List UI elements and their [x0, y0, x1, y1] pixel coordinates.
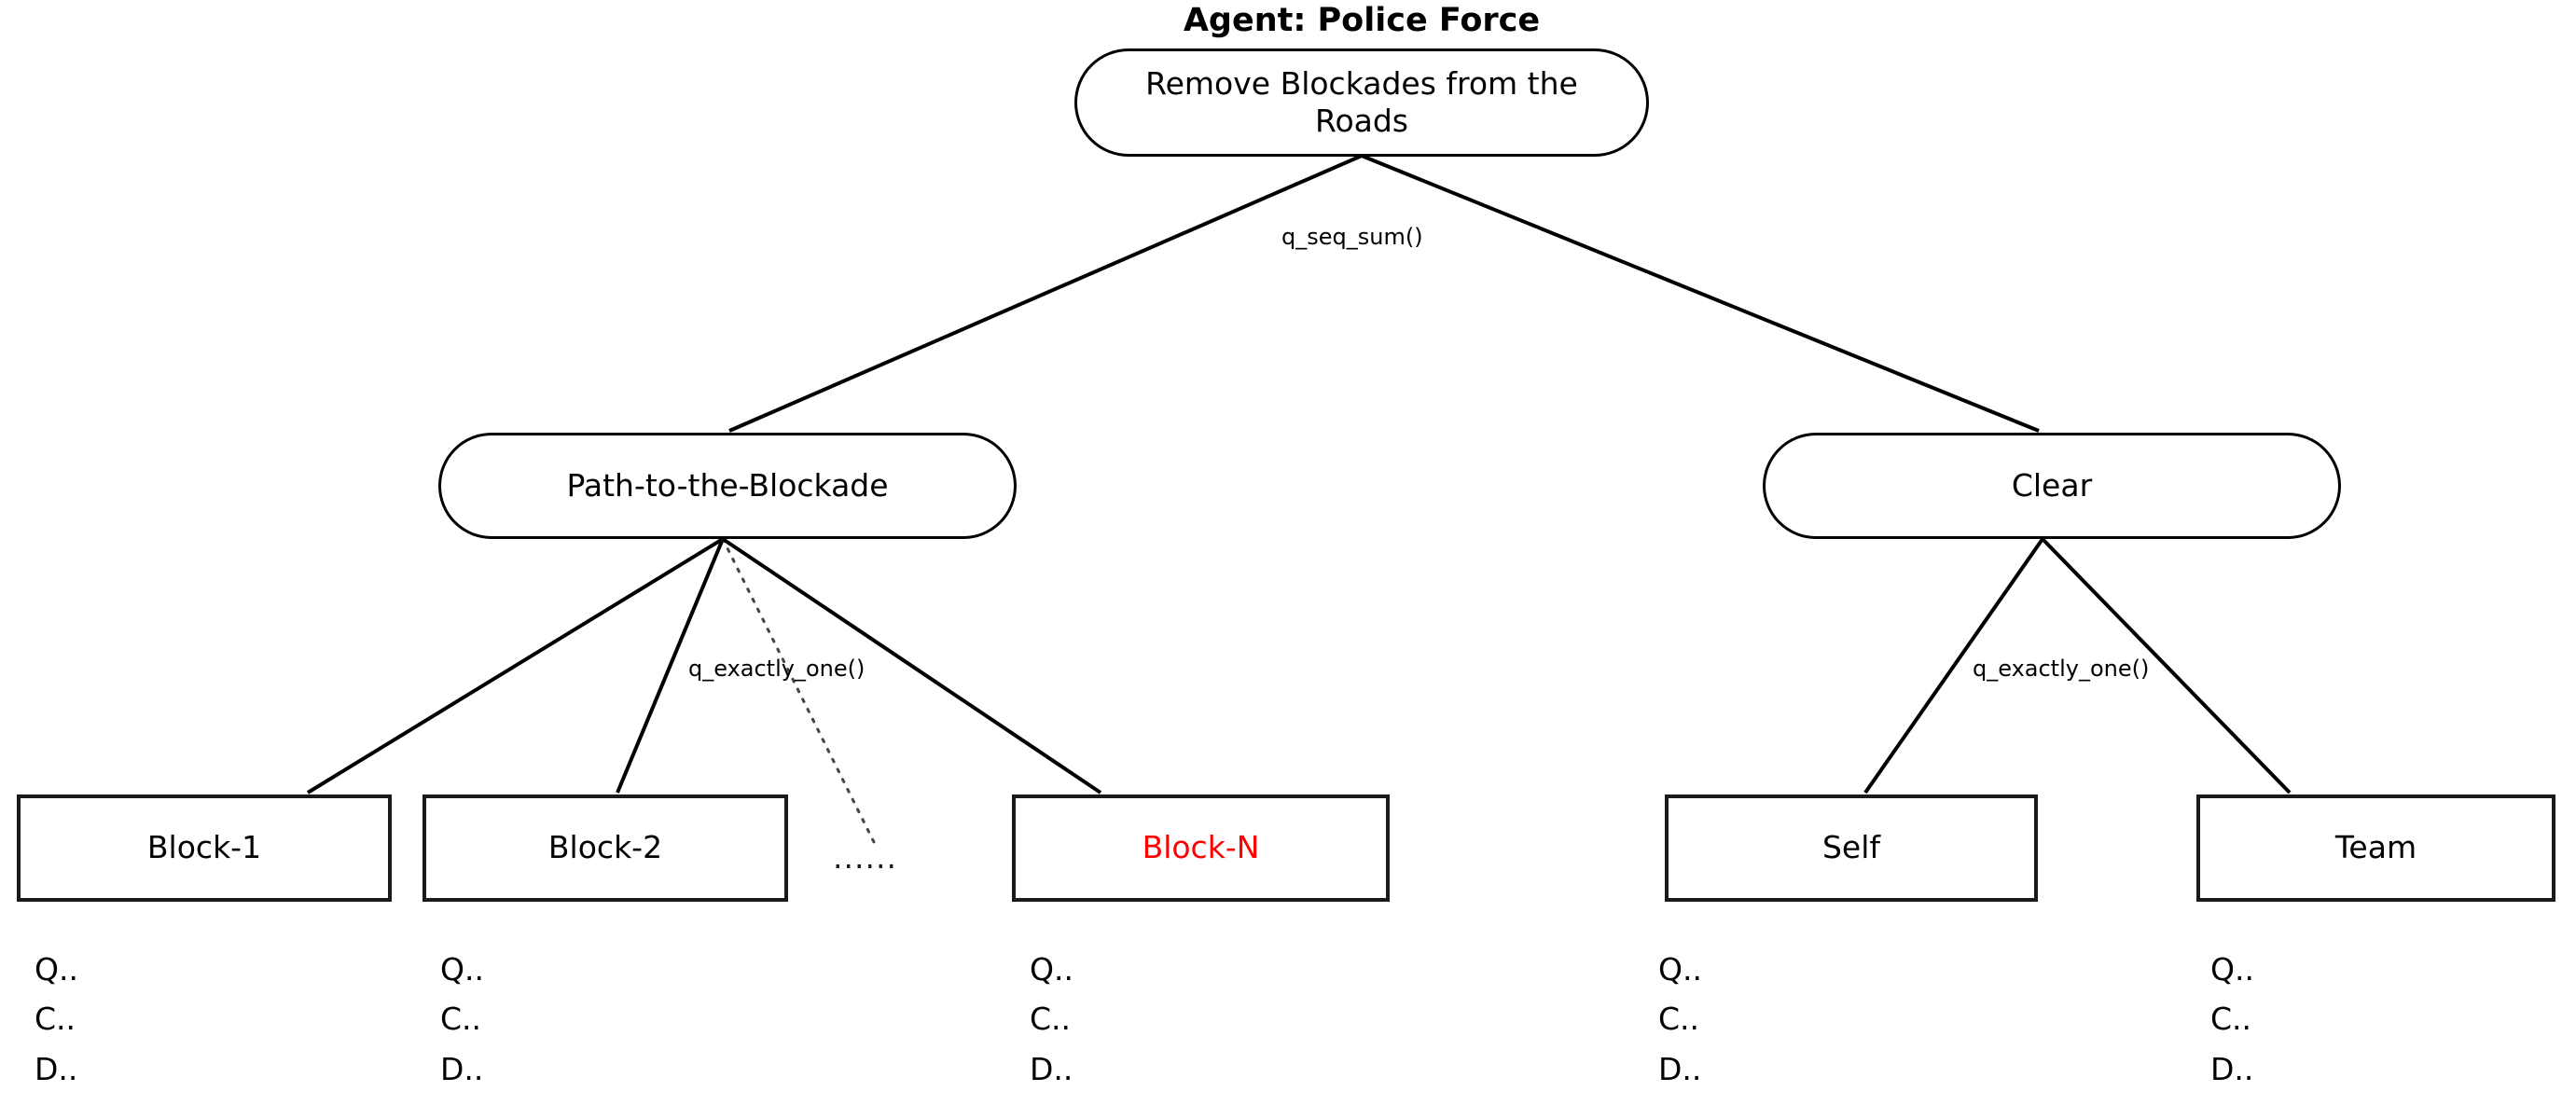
node-root[interactable]: Remove Blockades from the Roads — [1074, 48, 1649, 157]
edge-root-to-path — [728, 154, 1363, 433]
ellipsis-indicator: ...... — [833, 839, 897, 876]
node-clear-label: Clear — [2011, 466, 2093, 504]
attribute-q: Q.. — [35, 951, 78, 988]
attribute-q: Q.. — [1658, 951, 1702, 988]
attribute-d: D.. — [2210, 1050, 2254, 1087]
edge-label-root: q_seq_sum() — [1281, 224, 1423, 250]
attribute-c: C.. — [1030, 1001, 1072, 1038]
attribute-d: D.. — [35, 1050, 78, 1087]
attributes-team: Q.. C.. D.. — [2210, 945, 2254, 1094]
attributes-block-2: Q.. C.. D.. — [440, 945, 484, 1094]
node-team-label: Team — [2334, 829, 2417, 866]
node-clear[interactable]: Clear — [1763, 433, 2341, 539]
attribute-q: Q.. — [2210, 951, 2254, 988]
attribute-c: C.. — [35, 1001, 76, 1038]
attributes-block-n: Q.. C.. D.. — [1030, 945, 1073, 1094]
attribute-c: C.. — [1658, 1001, 1700, 1038]
node-block-2[interactable]: Block-2 — [422, 794, 788, 902]
edge-label-path: q_exactly_one() — [688, 656, 866, 682]
node-block-2-label: Block-2 — [547, 829, 663, 866]
node-self-label: Self — [1821, 829, 1881, 866]
node-block-n-label: Block-N — [1142, 829, 1260, 866]
node-path-to-the-blockade-label: Path-to-the-Blockade — [566, 466, 889, 504]
attribute-c: C.. — [440, 1001, 482, 1038]
attribute-q: Q.. — [1030, 951, 1073, 988]
attribute-d: D.. — [1658, 1050, 1702, 1087]
edge-root-to-clear — [1361, 154, 2040, 433]
node-block-1[interactable]: Block-1 — [17, 794, 392, 902]
attribute-d: D.. — [440, 1050, 484, 1087]
edge-path-to-block-1 — [306, 537, 725, 794]
node-block-1-label: Block-1 — [146, 829, 262, 866]
agent-title: Agent: Police Force — [1183, 2, 1541, 39]
edge-label-clear: q_exactly_one() — [1973, 656, 2150, 682]
attribute-d: D.. — [1030, 1050, 1073, 1087]
attribute-q: Q.. — [440, 951, 484, 988]
attributes-self: Q.. C.. D.. — [1658, 945, 1702, 1094]
attributes-block-1: Q.. C.. D.. — [35, 945, 78, 1094]
node-path-to-the-blockade[interactable]: Path-to-the-Blockade — [438, 433, 1017, 539]
node-team[interactable]: Team — [2196, 794, 2555, 902]
node-block-n[interactable]: Block-N — [1012, 794, 1390, 902]
node-self[interactable]: Self — [1665, 794, 2038, 902]
attribute-c: C.. — [2210, 1001, 2252, 1038]
node-root-label: Remove Blockades from the Roads — [1145, 64, 1578, 139]
